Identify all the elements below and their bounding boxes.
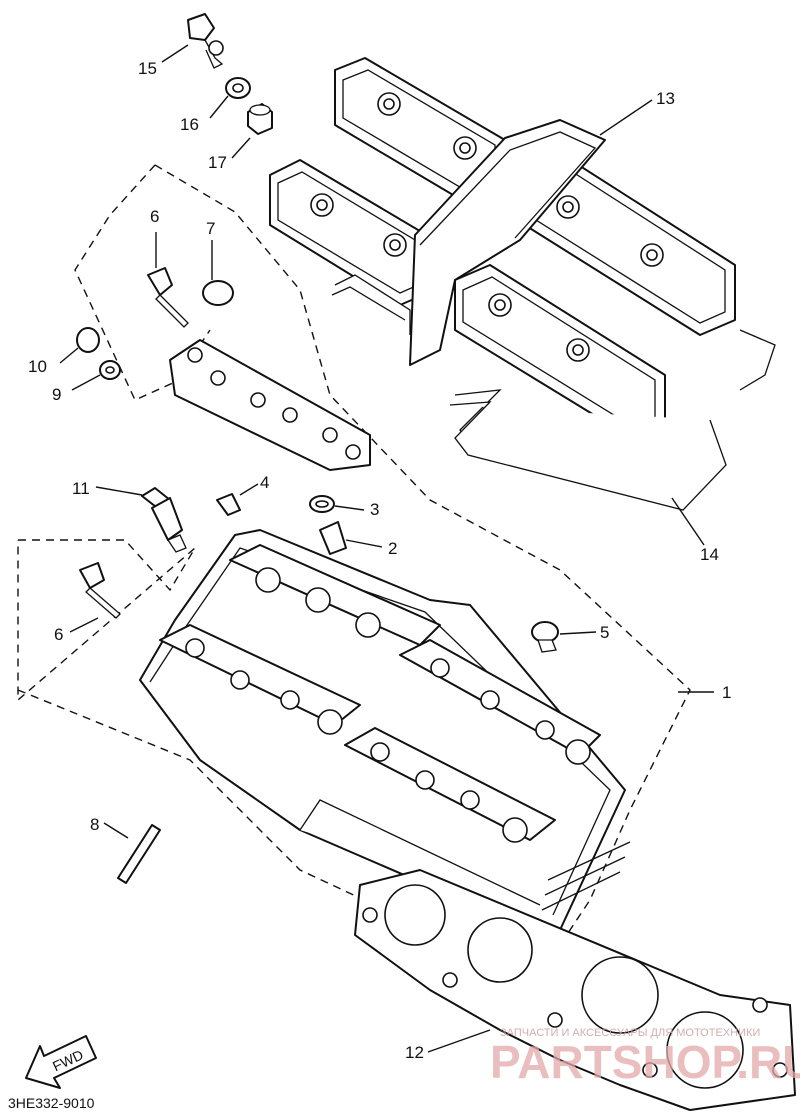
callout-15: 15 xyxy=(138,59,157,78)
callout-5: 5 xyxy=(600,623,609,642)
grommet-10[interactable] xyxy=(76,327,100,353)
watermark: ЗАПЧАСТИ И АКСЕССУАРЫ ДЛЯ МОТОТЕХНИКИ PA… xyxy=(490,1027,800,1088)
callout-17: 17 xyxy=(208,153,227,172)
washer-16[interactable] xyxy=(225,77,251,99)
grommet-17[interactable] xyxy=(247,103,273,135)
cylinder-head-1[interactable] xyxy=(139,529,631,931)
callout-14: 14 xyxy=(700,545,719,564)
spark-plug-11[interactable] xyxy=(141,487,187,553)
dowel-pin-4[interactable] xyxy=(216,493,241,516)
callout-3: 3 xyxy=(370,500,379,519)
callout-labels: 15 16 17 13 6 7 10 9 11 4 3 2 14 5 6 1 8… xyxy=(28,59,731,1062)
callout-12: 12 xyxy=(405,1043,424,1062)
diagram-code: 3HE332-9010 xyxy=(8,1095,95,1111)
assembly-outline-upper xyxy=(154,164,691,976)
watermark-logo-text: PARTSHOP.RU xyxy=(490,1036,800,1088)
callout-4: 4 xyxy=(260,473,269,492)
oil-plug-7[interactable] xyxy=(202,280,234,306)
valve-guide-2[interactable] xyxy=(319,521,347,555)
head-gasket-12[interactable] xyxy=(354,869,796,1111)
callout-10: 10 xyxy=(28,357,47,376)
cap-bolt-6-lower[interactable] xyxy=(79,562,121,619)
callout-2: 2 xyxy=(388,539,397,558)
cover-bolt-15[interactable] xyxy=(187,13,224,69)
plug-bolt-5[interactable] xyxy=(531,621,559,653)
callout-7: 7 xyxy=(206,219,215,238)
watermark-small-text: ЗАПЧАСТИ И АКСЕССУАРЫ ДЛЯ МОТОТЕХНИКИ xyxy=(500,1027,760,1039)
cover-gasket-14[interactable] xyxy=(331,274,776,511)
leader-lines xyxy=(59,44,714,1053)
callout-16: 16 xyxy=(180,115,199,134)
fwd-arrow: FWD xyxy=(25,1035,97,1089)
circlip-3[interactable] xyxy=(309,495,335,513)
assembly-outline-lower-left xyxy=(17,539,196,702)
callout-8: 8 xyxy=(90,815,99,834)
stud-bolt-8[interactable] xyxy=(117,824,161,884)
callout-13: 13 xyxy=(656,89,675,108)
callout-9: 9 xyxy=(52,385,61,404)
callout-11: 11 xyxy=(72,479,90,498)
camshaft-cap-assembly-upper[interactable] xyxy=(169,339,371,471)
callout-6-lower: 6 xyxy=(54,625,63,644)
callout-6: 6 xyxy=(150,207,159,226)
cap-bolt-6[interactable] xyxy=(147,267,189,328)
washer-9[interactable] xyxy=(99,360,121,380)
cylinder-head-cover-13[interactable] xyxy=(269,57,736,441)
callout-1: 1 xyxy=(722,683,731,702)
